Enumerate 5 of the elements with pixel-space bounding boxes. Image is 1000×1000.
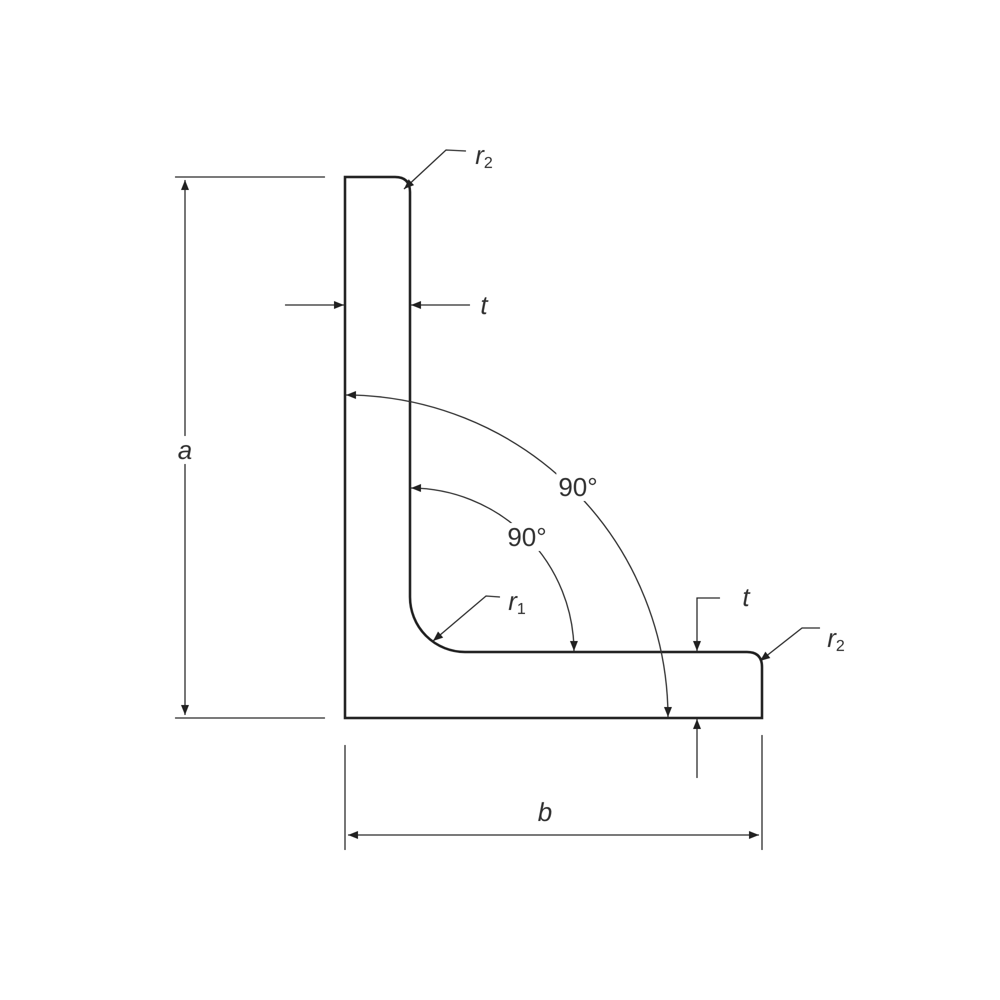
leader-line [432, 595, 500, 642]
leader-line [404, 149, 466, 190]
dimension-label: a [176, 436, 194, 464]
leader-line [760, 627, 820, 662]
angle-section-outline [344, 176, 764, 720]
